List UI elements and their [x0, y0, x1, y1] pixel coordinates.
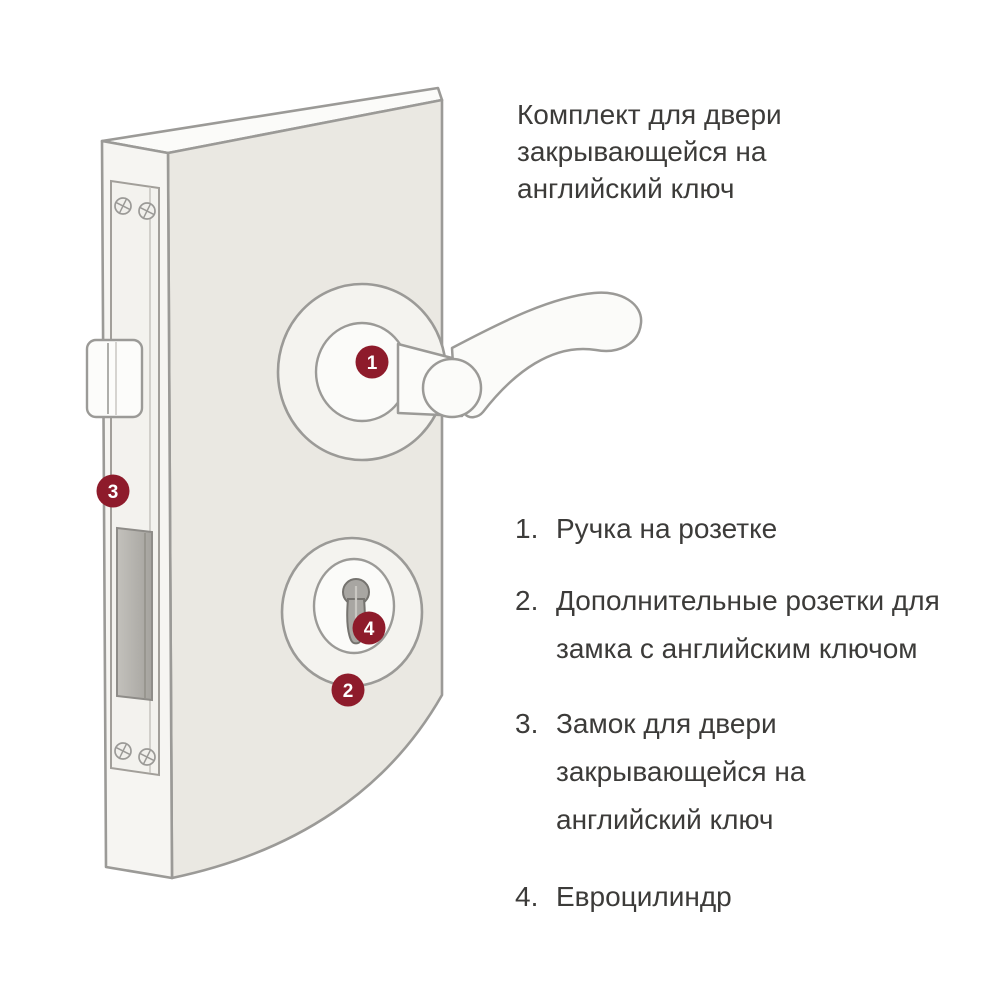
legend-item-line: Ручка на розетке — [556, 513, 778, 544]
legend-item-line: Евроцилиндр — [556, 881, 732, 912]
handle-boss — [421, 357, 483, 419]
legend-item-line: Замок для двери — [556, 708, 777, 739]
legend-item-line: замка с английским ключом — [556, 633, 918, 664]
legend-item-text: Дополнительные розетки для замка с англи… — [556, 577, 940, 673]
legend-item-3: 3. Замок для двери закрывающейся на англ… — [515, 700, 985, 844]
legend-item-1: 1. Ручка на розетке — [515, 505, 985, 553]
callout-number: 3 — [108, 482, 119, 503]
callout-number: 4 — [364, 619, 375, 640]
title-line: английский ключ — [517, 173, 735, 204]
callout-badge-1: 1 — [355, 345, 389, 379]
handle-lever — [450, 291, 643, 419]
legend-item-line: закрывающейся на — [556, 756, 806, 787]
deadbolt-slot — [116, 526, 153, 702]
legend-item-2: 2. Дополнительные розетки для замка с ан… — [515, 577, 985, 673]
legend-item-text: Ручка на розетке — [556, 505, 777, 553]
callout-badge-4: 4 — [352, 611, 386, 645]
title-line: закрывающейся на — [517, 136, 767, 167]
door-handle — [396, 291, 643, 419]
legend-item-4: 4. Евроцилиндр — [515, 873, 985, 921]
diagram-title: Комплект для двери закрывающейся на англ… — [517, 96, 937, 207]
legend-item-line: английский ключ — [556, 804, 774, 835]
legend-item-text: Замок для двери закрывающейся на английс… — [556, 700, 805, 844]
title-line: Комплект для двери — [517, 99, 782, 130]
callout-badge-2: 2 — [331, 673, 365, 707]
screw-icon — [114, 197, 132, 215]
legend-item-line: Дополнительные розетки для — [556, 585, 940, 616]
legend-item-number: 3. — [515, 708, 539, 739]
screw-icon — [138, 748, 156, 766]
door-front-face — [166, 98, 444, 880]
callout-number: 1 — [367, 353, 378, 374]
screw-icon — [114, 742, 132, 760]
latch-bolt — [85, 338, 144, 419]
legend-item-text: Евроцилиндр — [556, 873, 732, 921]
legend-item-number: 4. — [515, 881, 539, 912]
legend-item-number: 1. — [515, 513, 539, 544]
legend-item-number: 2. — [515, 585, 539, 616]
callout-badge-3: 3 — [96, 474, 130, 508]
callout-number: 2 — [343, 681, 354, 702]
screw-icon — [138, 202, 156, 220]
